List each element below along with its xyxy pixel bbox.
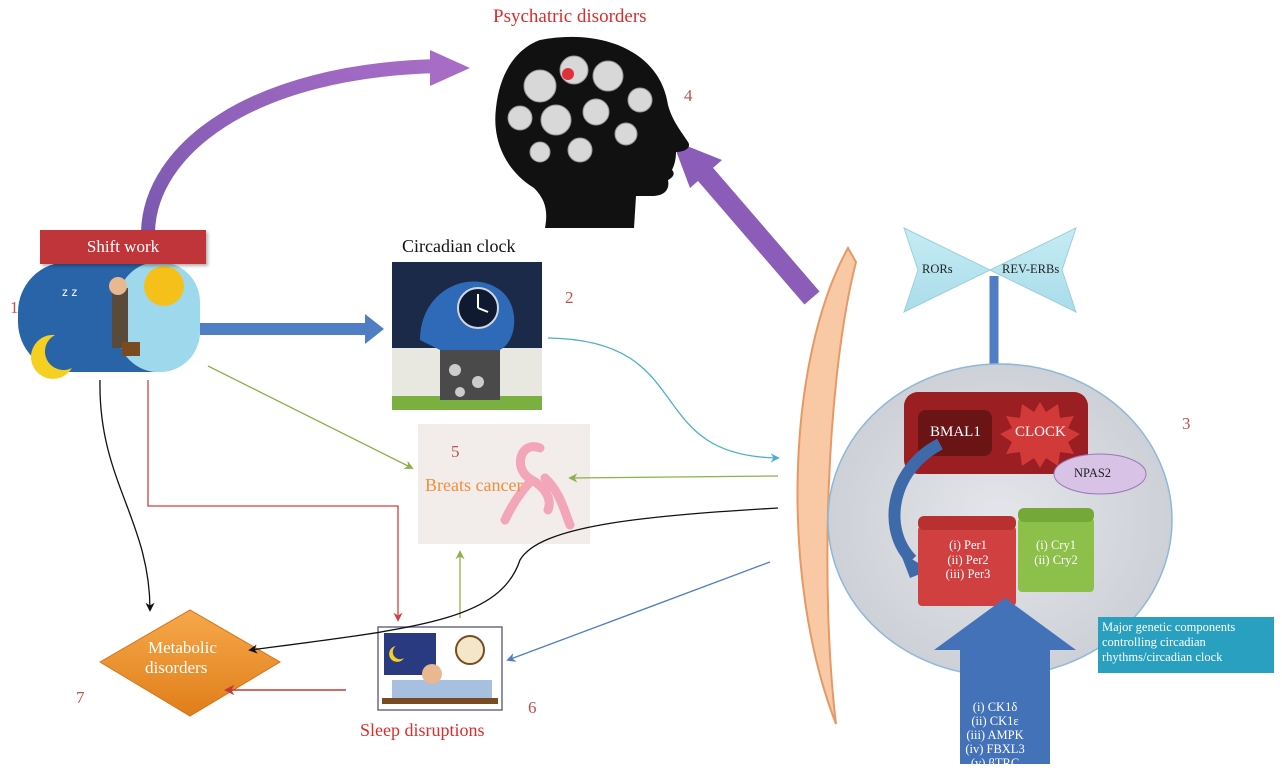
sleep-disruptions-label: Sleep disruptions bbox=[360, 720, 485, 740]
breast-cancer-box bbox=[418, 424, 590, 544]
shift-work-illustration: z z bbox=[18, 262, 200, 379]
arrow-genes-to-sleep bbox=[506, 561, 771, 662]
circadian-clock-illustration bbox=[392, 262, 542, 410]
per-item: (ii) Per2 bbox=[947, 552, 989, 567]
node-number-1: 1 bbox=[10, 298, 19, 317]
arrow-bmal1-to-per bbox=[888, 438, 943, 565]
per-item: (iii) Per3 bbox=[945, 567, 991, 581]
rors-reverbs-shape bbox=[903, 227, 1077, 313]
clock-starburst bbox=[1000, 402, 1080, 468]
psychiatric-disorders-title: Psychatric disorders bbox=[493, 6, 647, 27]
brain-head-icon bbox=[495, 36, 690, 229]
arrow-clock-to-genes bbox=[547, 337, 780, 463]
cry-item: (i) Cry1 bbox=[1036, 538, 1076, 552]
per-scroll bbox=[918, 526, 1016, 606]
svg-text:z z: z z bbox=[62, 285, 77, 299]
arrow-genes-to-metabolic bbox=[248, 507, 779, 654]
regulator-item: (iii) AMPK bbox=[966, 728, 1024, 742]
membrane-crescent-shape bbox=[796, 245, 858, 725]
node-number-2: 2 bbox=[565, 288, 574, 307]
arrow-shift-to-cancer bbox=[207, 365, 414, 469]
arrow-shift-to-clock bbox=[200, 323, 365, 335]
legend-caption-box: Major genetic components controlling cir… bbox=[1098, 617, 1274, 673]
node-number-3: 3 bbox=[1182, 414, 1191, 433]
arrow-genes-to-cancer bbox=[568, 473, 779, 483]
clock-label: CLOCK bbox=[1015, 424, 1066, 440]
node-number-5: 5 bbox=[451, 442, 460, 461]
arrow-shift-to-psych-head bbox=[430, 50, 470, 86]
shift-work-banner: Shift work bbox=[40, 230, 206, 264]
regulator-item: (v) βTRC bbox=[970, 756, 1020, 770]
per-item: (i) Per1 bbox=[949, 538, 987, 552]
npas2-label: NPAS2 bbox=[1074, 466, 1112, 480]
node-number-7: 7 bbox=[76, 688, 85, 707]
breast-cancer-label: Breats cancer bbox=[425, 475, 523, 495]
circadian-clock-title: Circadian clock bbox=[402, 236, 516, 256]
arrow-shift-to-metabolic bbox=[99, 379, 155, 612]
npas2-ellipse bbox=[1053, 453, 1147, 495]
arrow-shift-to-sleep bbox=[147, 380, 403, 622]
node-number-4: 4 bbox=[684, 86, 693, 105]
arrow-genes-to-psych bbox=[672, 140, 820, 305]
regulators-arrow-shape bbox=[934, 598, 1076, 764]
regulator-item: (iv) FBXL3 bbox=[965, 742, 1025, 756]
per-list: (i) Per1 (ii) Per2 (iii) Per3 bbox=[926, 538, 1010, 582]
node-number-6: 6 bbox=[528, 698, 537, 717]
bmal1-label: BMAL1 bbox=[930, 424, 981, 440]
cry-list: (i) Cry1 (ii) Cry2 bbox=[1020, 538, 1092, 567]
regulators-list: (i) CK1δ (ii) CK1ε (iii) AMPK (iv) FBXL3… bbox=[938, 700, 1052, 770]
metabolic-disorders-shape bbox=[99, 609, 281, 717]
metabolic-label-line1: Metabolic bbox=[148, 638, 217, 657]
cry-scroll bbox=[1018, 518, 1094, 592]
metabolic-label-line2: disorders bbox=[145, 658, 208, 677]
regulator-item: (ii) CK1ε bbox=[971, 714, 1019, 728]
arrow-shift-to-clock-head bbox=[365, 314, 384, 344]
reverbs-label: REV-ERBs bbox=[1002, 262, 1060, 276]
regulator-item: (i) CK1δ bbox=[972, 700, 1018, 714]
cry-item: (ii) Cry2 bbox=[1034, 552, 1078, 567]
sleep-disruptions-illustration bbox=[377, 626, 503, 711]
rors-label: RORs bbox=[922, 262, 953, 276]
arrow-shift-to-psych bbox=[141, 59, 447, 239]
